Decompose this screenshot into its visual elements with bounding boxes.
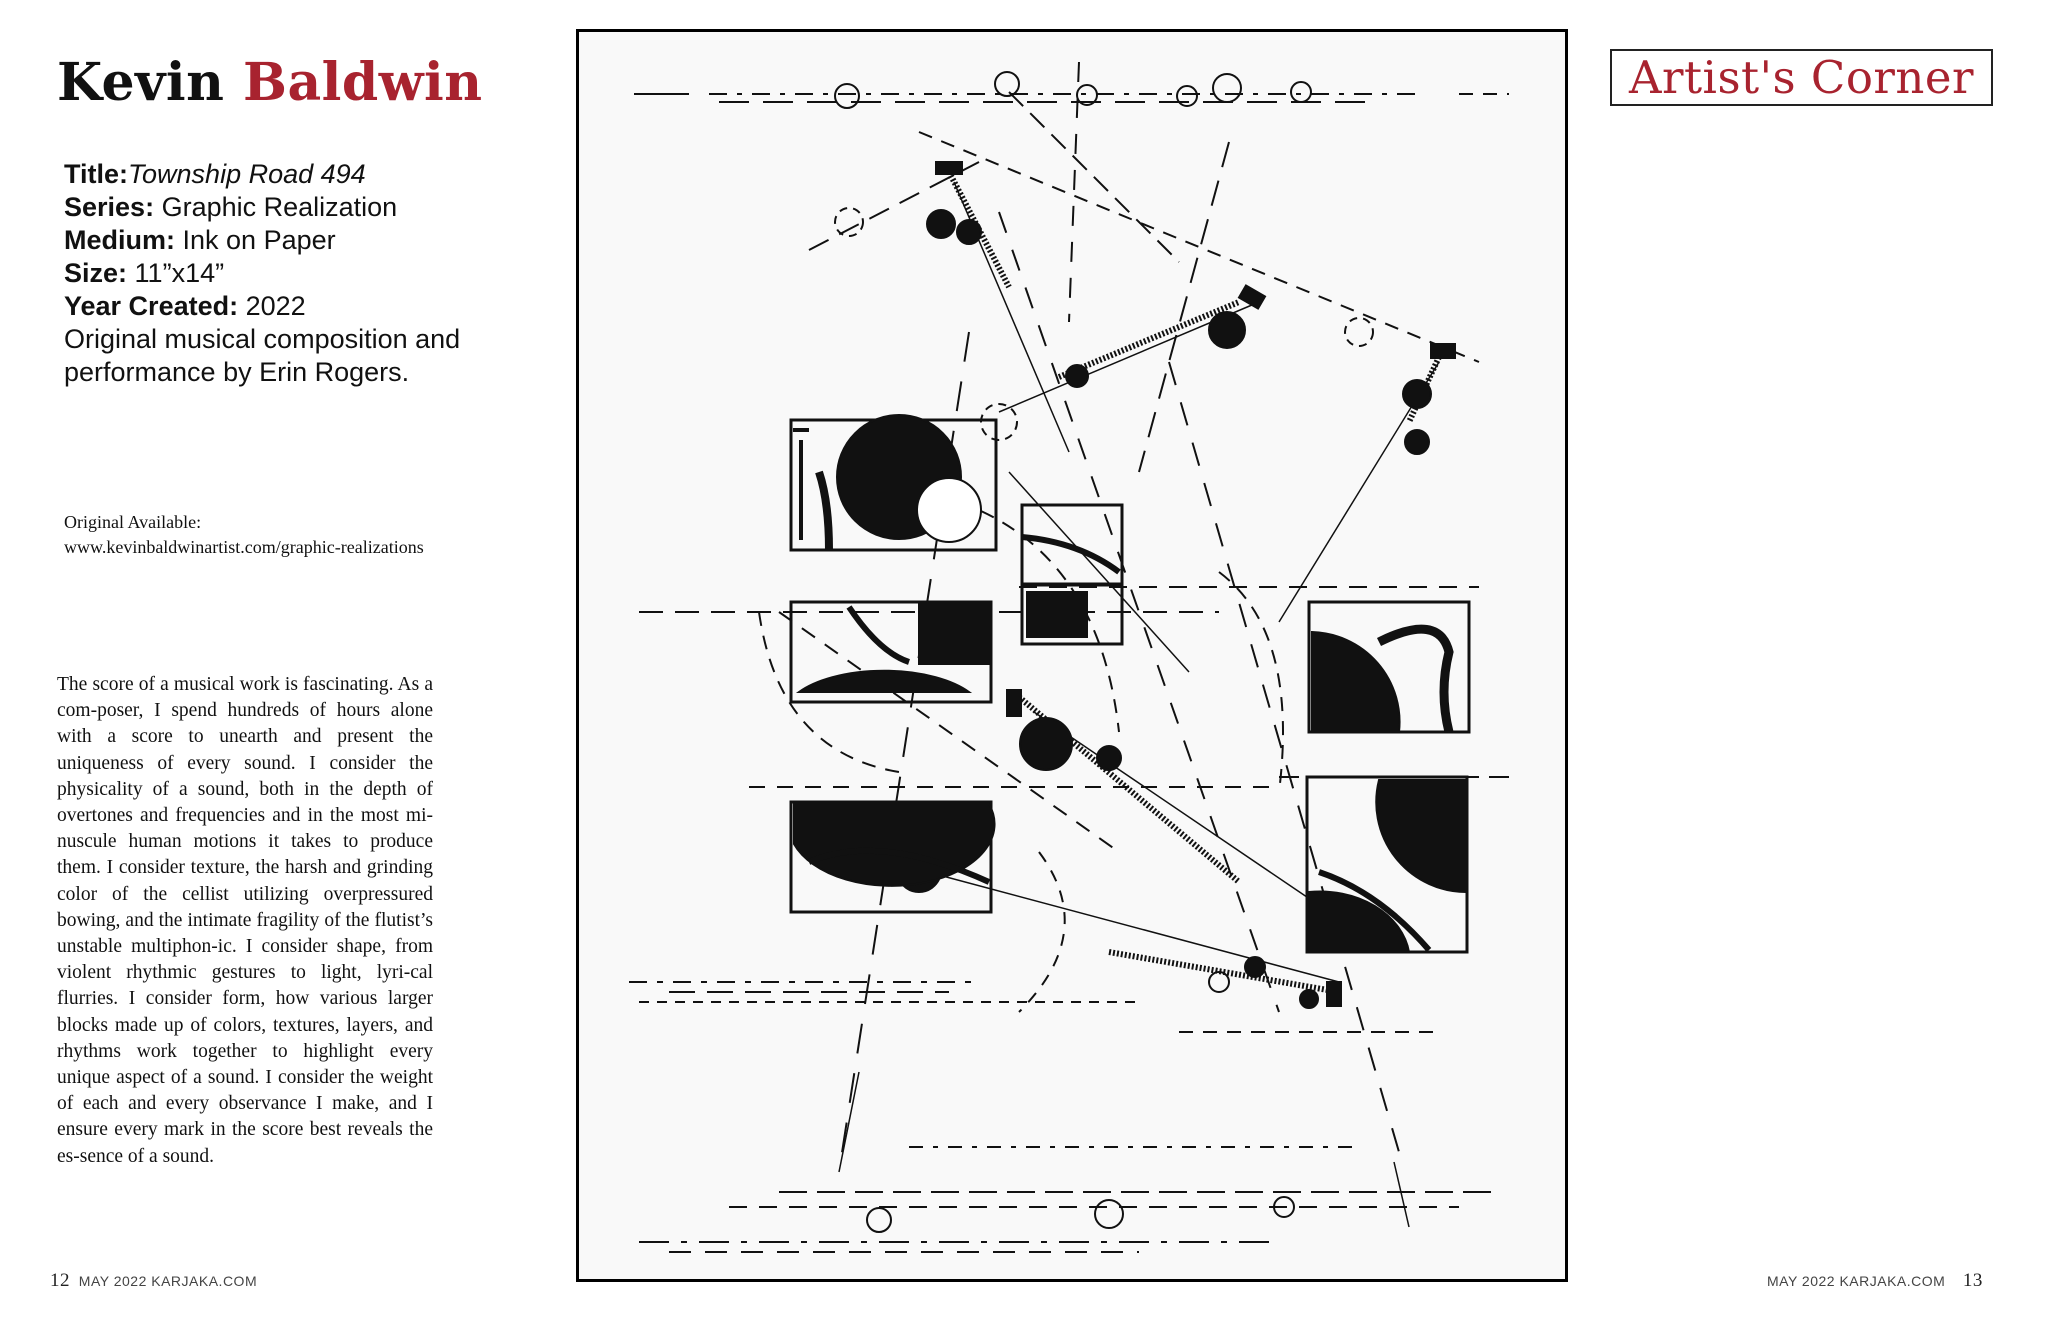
medium-label: Medium: [64, 225, 175, 255]
series-value: Graphic Realization [161, 192, 398, 222]
footer-right: MAY 2022 KARJAKA.COM 13 [1767, 1270, 1983, 1292]
size-value: 11”x14” [134, 258, 225, 288]
artwork-graphic-score [629, 61, 1509, 1253]
series-label: Series: [64, 192, 155, 222]
year-label: Year Created: [64, 291, 239, 321]
artist-name: Kevin Baldwin [57, 52, 483, 113]
artwork-details: Title:Township Road 494 Series: Graphic … [64, 158, 524, 389]
artwork-frame [576, 29, 1568, 1282]
medium-row: Medium: Ink on Paper [64, 224, 524, 257]
section-badge: Artist's Corner [1610, 49, 1993, 106]
essay-text: The score of a musical work is fascinati… [57, 674, 433, 1167]
availability: Original Available: www.kevinbaldwinarti… [64, 510, 424, 560]
year-value: 2022 [245, 291, 306, 321]
availability-url[interactable]: www.kevinbaldwinartist.com/graphic-reali… [64, 537, 424, 557]
size-row: Size: 11”x14” [64, 257, 524, 290]
artist-first-name: Kevin [57, 52, 225, 113]
availability-label: Original Available: [64, 512, 202, 532]
size-label: Size: [64, 258, 128, 288]
footer-right-text: MAY 2022 KARJAKA.COM [1767, 1273, 1946, 1289]
page-number-right: 13 [1962, 1270, 1983, 1291]
page-number-left: 12 [50, 1270, 70, 1291]
medium-value: Ink on Paper [182, 225, 336, 255]
footer-left-text: MAY 2022 KARJAKA.COM [78, 1273, 258, 1289]
title-row: Title:Township Road 494 [64, 158, 524, 191]
footer-left: 12 MAY 2022 KARJAKA.COM [50, 1270, 257, 1292]
title-label: Title: [64, 159, 129, 189]
title-value: Township Road 494 [128, 159, 366, 189]
artist-last-name: Baldwin [243, 52, 483, 113]
composition-note: Original musical composition and perform… [64, 324, 461, 387]
series-row: Series: Graphic Realization [64, 191, 524, 224]
year-row: Year Created: 2022 [64, 290, 524, 323]
